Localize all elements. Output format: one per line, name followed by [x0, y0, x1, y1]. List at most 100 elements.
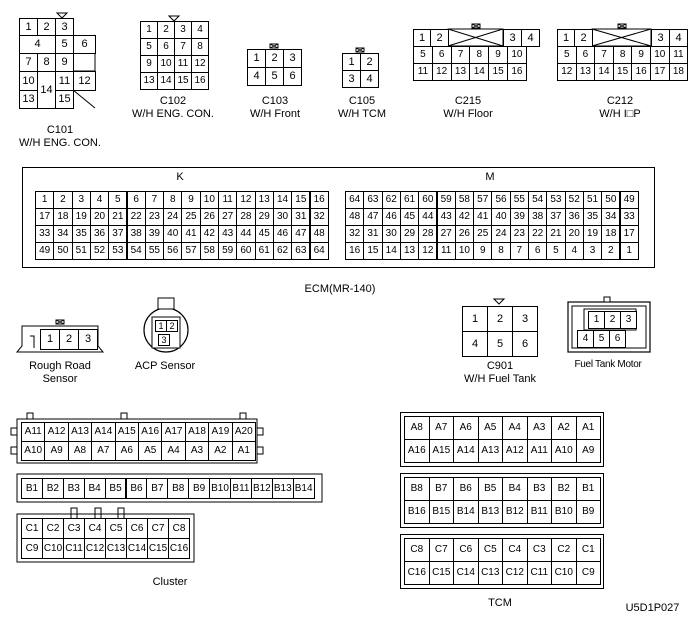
pin-cell: 4 — [577, 330, 594, 348]
pin-cell: B12 — [502, 500, 528, 524]
pin-cell: 44 — [418, 208, 438, 226]
pin-cell: 1 — [619, 242, 639, 260]
pin-cell: 21 — [546, 225, 566, 243]
pin-cell: A5 — [477, 416, 503, 440]
pin-cell: 5 — [265, 67, 284, 86]
pin-cell: 43 — [218, 225, 238, 243]
pin-cell: A4 — [161, 441, 186, 461]
pin-cell: A12 — [502, 439, 528, 463]
pin-cell: B6 — [453, 477, 479, 501]
pin-cell: C8 — [404, 538, 430, 562]
pin-cell: 40 — [163, 225, 183, 243]
pin-cell: B4 — [502, 477, 528, 501]
pin-cell: 1 — [40, 329, 60, 350]
tcm-caption: TCM — [488, 597, 512, 609]
pin-cell: 14 — [272, 191, 293, 209]
pin-cell: 5 — [413, 46, 433, 64]
pin-cell: 35 — [71, 225, 91, 243]
pin-cell: 23 — [509, 225, 529, 243]
pin-cell: C4 — [502, 538, 528, 562]
pin-cell: C12 — [84, 538, 106, 559]
pin-cell: B16 — [404, 500, 430, 524]
pin-cell: C5 — [105, 518, 127, 539]
pin-cell: 12 — [236, 191, 256, 209]
pin-cell: C13 — [477, 561, 503, 585]
pin-cell: 8 — [163, 191, 183, 209]
pin-cell: 15 — [612, 63, 633, 81]
pin-cell: B4 — [83, 478, 106, 499]
pin-cell: 41 — [473, 208, 493, 226]
pin-cell: 16 — [191, 72, 209, 90]
pin-cell: 19 — [582, 225, 603, 243]
pin-cell: 6 — [528, 242, 548, 260]
acp-caption: ACP Sensor — [134, 360, 196, 372]
pin-cell: 14 — [37, 71, 56, 109]
pin-cell: 6 — [609, 330, 626, 348]
pin-cell: 16 — [309, 191, 329, 209]
pin-cell: A3 — [526, 416, 552, 440]
pin-cell: 1 — [462, 306, 488, 332]
pin-cell: 20 — [89, 208, 110, 226]
pin-cell: 39 — [144, 225, 165, 243]
pin-cell: 29 — [399, 225, 420, 243]
pin-cell: 42 — [199, 225, 219, 243]
pin-cell: 31 — [363, 225, 383, 243]
pin-cell: 33 — [35, 225, 55, 243]
pin-cell: B5 — [477, 477, 503, 501]
pin-cell: A12 — [44, 422, 69, 442]
pin-cell: B11 — [230, 478, 252, 499]
pin-cell: 3 — [78, 329, 98, 350]
pin-cell: 13 — [254, 191, 274, 209]
pin-cell: 60 — [418, 191, 438, 209]
pin-cell: 10 — [19, 71, 38, 91]
pin-cell: 49 — [619, 191, 639, 209]
pin-cell: A14 — [453, 439, 479, 463]
pin-cell: 13 — [19, 90, 38, 109]
pin-cell: 28 — [418, 225, 438, 243]
pin-cell: 34 — [601, 208, 621, 226]
pin-cell: B1 — [575, 477, 601, 501]
pin-cell: 26 — [454, 225, 475, 243]
pin-cell: 6 — [157, 38, 175, 56]
pin-cell: C1 — [575, 538, 601, 562]
pin-cell: 12 — [418, 242, 438, 260]
pin-cell: B13 — [477, 500, 503, 524]
pin-cell: C10 — [42, 538, 64, 559]
pin-cell: 13 — [399, 242, 420, 260]
pin-cell: 2 — [166, 320, 178, 332]
pin-cell: 10 — [199, 191, 219, 209]
pin-cell: A4 — [502, 416, 528, 440]
pin-cell: 27 — [436, 225, 456, 243]
pin-cell: 45 — [254, 225, 274, 243]
pin-cell: 2 — [574, 29, 593, 47]
pin-cell: 5 — [487, 331, 513, 357]
c901-key-marker — [492, 298, 506, 305]
pin-cell: C7 — [147, 518, 169, 539]
pin-cell: C15 — [147, 538, 169, 559]
pin-cell: B9 — [575, 500, 601, 524]
pin-cell: 32 — [309, 208, 329, 226]
pin-cell: 38 — [528, 208, 548, 226]
pin-cell: 63 — [291, 242, 311, 260]
pin-cell: A14 — [91, 422, 116, 442]
pin-cell: B5 — [104, 478, 127, 499]
pin-cell: 14 — [157, 72, 175, 90]
pin-cell: C14 — [453, 561, 479, 585]
pin-cell: A17 — [161, 422, 186, 442]
ecm-caption: ECM(MR-140) — [304, 283, 376, 295]
pin-cell: 61 — [254, 242, 274, 260]
pin-cell: B6 — [125, 478, 148, 499]
pin-cell: 7 — [450, 46, 471, 64]
pin-cell: 64 — [345, 191, 365, 209]
pin-cell: 4 — [521, 29, 540, 47]
pin-cell: 64 — [309, 242, 329, 260]
pin-cell: 57 — [473, 191, 493, 209]
pin-cell: 15 — [55, 90, 74, 109]
pin-cell: 10 — [507, 46, 527, 64]
pin-cell: A16 — [138, 422, 163, 442]
pin-cell: A10 — [551, 439, 577, 463]
pin-cell: 14 — [469, 63, 490, 81]
pin-cell: C13 — [105, 538, 127, 559]
